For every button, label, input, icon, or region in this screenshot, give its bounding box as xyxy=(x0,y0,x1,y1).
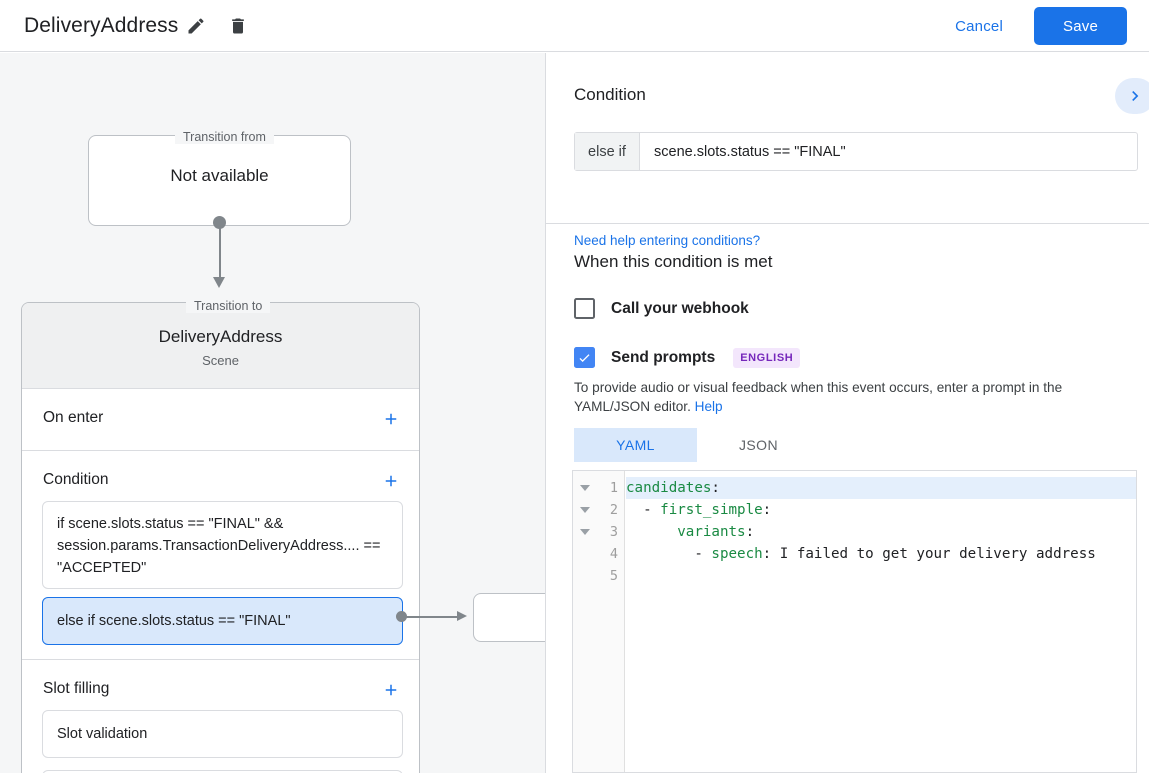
section-slot-filling: Slot filling Slot validation Transaction… xyxy=(22,660,419,773)
edge-arrowhead-icon xyxy=(213,277,225,288)
panel-heading-when-met: When this condition is met xyxy=(574,252,773,271)
code-line[interactable] xyxy=(626,565,1136,587)
panel-divider xyxy=(546,223,1149,224)
tab-json[interactable]: JSON xyxy=(739,437,778,453)
add-condition-button[interactable] xyxy=(380,470,402,492)
section-on-enter: On enter xyxy=(22,389,419,451)
code-line[interactable]: variants: xyxy=(626,521,1136,543)
chevron-right-icon[interactable] xyxy=(1115,78,1149,114)
send-prompts-label: Send prompts xyxy=(611,348,716,366)
condition-item-if[interactable]: if scene.slots.status == "FINAL" && sess… xyxy=(42,501,403,589)
scene-name: DeliveryAddress xyxy=(158,327,283,346)
tab-yaml[interactable]: YAML xyxy=(574,428,697,462)
section-title-condition: Condition xyxy=(43,471,109,488)
transition-from-card[interactable] xyxy=(88,135,351,226)
code-token: : xyxy=(711,480,720,496)
line-number: 5 xyxy=(609,568,618,584)
send-prompts-checkbox-row[interactable]: Send prompts ENGLISH xyxy=(574,347,801,368)
fold-toggle-icon[interactable] xyxy=(580,485,590,491)
prompts-helper-text: To provide audio or visual feedback when… xyxy=(574,378,1134,416)
prompts-help-link[interactable]: Help xyxy=(694,399,723,414)
fold-toggle-icon[interactable] xyxy=(580,529,590,535)
code-token: - xyxy=(626,502,661,518)
condition-item-else-if[interactable]: else if scene.slots.status == "FINAL" xyxy=(42,597,403,645)
code-line[interactable]: - speech: I failed to get your delivery … xyxy=(626,543,1136,565)
editor-code-area[interactable]: candidates: - first_simple: variants: - … xyxy=(626,471,1136,772)
editor-gutter: 1 2 3 4 5 xyxy=(573,471,625,772)
code-line[interactable]: candidates: xyxy=(626,477,1136,499)
transition-to-legend: Transition to xyxy=(186,299,271,313)
scene-graph-pane: Transition from Not available DeliveryAd… xyxy=(0,53,545,773)
scene-type: Scene xyxy=(202,353,239,368)
transition-to-card: DeliveryAddress Scene On enter Condition… xyxy=(21,302,420,773)
code-token xyxy=(626,524,677,540)
condition-prefix-label: else if xyxy=(575,133,640,170)
line-number: 4 xyxy=(609,546,618,562)
line-number: 1 xyxy=(609,480,618,496)
section-condition: Condition if scene.slots.status == "FINA… xyxy=(22,451,419,660)
condition-help-link[interactable]: Need help entering conditions? xyxy=(574,233,761,248)
next-node-card[interactable] xyxy=(473,593,545,642)
code-token: : xyxy=(745,524,755,540)
condition-expression-row[interactable]: else if xyxy=(574,132,1138,171)
send-prompts-checkbox[interactable] xyxy=(574,347,595,368)
cancel-button[interactable]: Cancel xyxy=(947,12,1011,40)
code-token: : xyxy=(762,502,772,518)
editor-format-tabs: YAML JSON xyxy=(574,428,820,462)
transition-from-value: Not available xyxy=(170,166,269,185)
code-token: : I failed to get your delivery address xyxy=(762,546,1096,562)
condition-edge-dot xyxy=(396,611,407,622)
webhook-checkbox[interactable] xyxy=(574,298,595,319)
section-title-slot-filling: Slot filling xyxy=(43,680,110,697)
prompt-code-editor[interactable]: 1 2 3 4 5 candidates: - first_simple: varian… xyxy=(572,470,1137,773)
condition-edge-arrowhead-icon xyxy=(457,611,467,621)
line-number: 3 xyxy=(609,524,618,540)
add-slot-button[interactable] xyxy=(380,679,402,701)
panel-heading-condition: Condition xyxy=(574,85,646,104)
slot-item-validation[interactable]: Slot validation xyxy=(42,710,403,758)
webhook-checkbox-row[interactable]: Call your webhook xyxy=(574,298,749,319)
page-title: DeliveryAddress xyxy=(24,14,179,37)
trash-icon[interactable] xyxy=(226,14,250,38)
condition-edge-line xyxy=(403,616,460,618)
pencil-icon[interactable] xyxy=(184,14,208,38)
transition-from-legend: Transition from xyxy=(175,130,274,144)
code-token: - xyxy=(626,546,712,562)
line-number: 2 xyxy=(609,502,618,518)
condition-detail-panel: Condition else if Need help entering con… xyxy=(545,53,1149,773)
code-token: speech xyxy=(711,546,763,562)
fold-toggle-icon[interactable] xyxy=(580,507,590,513)
edge-line xyxy=(219,222,221,279)
app-header: DeliveryAddress Cancel Save xyxy=(0,0,1149,52)
language-badge: ENGLISH xyxy=(733,347,801,368)
code-line[interactable]: - first_simple: xyxy=(626,499,1136,521)
code-token: candidates xyxy=(626,480,712,496)
condition-expression-input[interactable] xyxy=(640,133,1137,170)
code-token: first_simple xyxy=(660,502,763,518)
prompts-helper-sentence: To provide audio or visual feedback when… xyxy=(574,380,1063,414)
code-token: variants xyxy=(677,524,746,540)
webhook-label: Call your webhook xyxy=(611,299,749,317)
scene-header[interactable]: DeliveryAddress Scene xyxy=(22,303,419,389)
save-button[interactable]: Save xyxy=(1034,7,1127,45)
section-title-on-enter: On enter xyxy=(43,409,104,426)
add-on-enter-button[interactable] xyxy=(380,408,402,430)
